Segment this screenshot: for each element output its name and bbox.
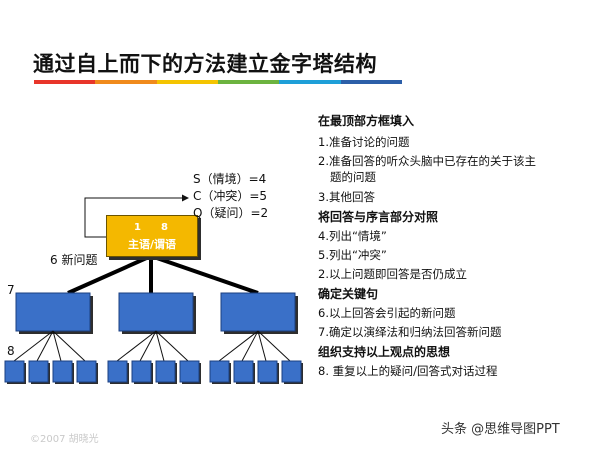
title-bar-segment (34, 80, 96, 84)
copyright-text: ©2007 胡晓光 (30, 434, 99, 445)
level1-connectors (67, 254, 259, 295)
watermark-text: 头条 @思维导图PPT (441, 422, 560, 437)
level2-boxes (15, 292, 298, 334)
step-item: 6.以上回答会引起的新问题 (318, 306, 456, 320)
top-box-number-left: 1 (134, 222, 143, 233)
step-item: 1.准备讨论的问题 (318, 135, 410, 149)
title-underline (34, 80, 402, 84)
level3-box (131, 360, 152, 383)
page-title: 通过自上而下的方法建立金字塔结构 (33, 52, 377, 76)
level3-box (76, 360, 97, 383)
level3-box (155, 360, 176, 383)
step-item: 2.准备回答的听众头脑中已存在的关于该主 (318, 154, 536, 168)
step-item: 2.以上问题即回答是否仍成立 (318, 267, 467, 281)
step-item: 8. 重复以上的疑问/回答式对话过程 (318, 364, 498, 378)
scq-connector (84, 194, 189, 238)
level3-box (281, 360, 302, 383)
level2-connectors (13, 330, 291, 362)
step-item: 题的问题 (330, 170, 376, 184)
section-heading: 在最顶部方框填入 (318, 114, 415, 128)
level3-label: 8 (7, 344, 15, 358)
level3-box (179, 360, 200, 383)
level2-box (220, 292, 296, 332)
top-box-label: 主语/谓语 (127, 238, 177, 251)
title-bar-segment (217, 80, 280, 84)
title-bar-segment (340, 80, 402, 84)
level2-label: 7 (7, 283, 15, 297)
level3-box (4, 360, 25, 383)
level2-box (15, 292, 91, 332)
level3-box (28, 360, 49, 383)
step-item: 4.列出“情境” (318, 229, 387, 243)
level3-box (257, 360, 278, 383)
step-item: 5.列出“冲突” (318, 248, 387, 262)
section-heading: 组织支持以上观点的思想 (318, 345, 451, 359)
new-question-label: 6 新问题 (50, 253, 98, 267)
level3-box (52, 360, 73, 383)
level3-box (107, 360, 128, 383)
top-box-number-right: 8 (161, 222, 170, 233)
level2-box (118, 292, 194, 332)
step-item: 7.确定以演绎法和归纳法回答新问题 (318, 325, 502, 339)
level3-boxes (4, 360, 303, 384)
level3-box (233, 360, 254, 383)
scq-question: Q（疑问）=2 (193, 206, 269, 220)
scq-complication: C（冲突）=5 (193, 189, 268, 203)
scq-situation: S（情境）=4 (193, 172, 267, 186)
title-bar-segment (95, 80, 157, 84)
section-heading: 将回答与序言部分对照 (318, 210, 439, 224)
title-bar-segment (279, 80, 341, 84)
title-bar-segment (156, 80, 218, 84)
section-heading: 确定关键句 (318, 287, 379, 301)
level3-box (209, 360, 230, 383)
step-item: 3.其他回答 (318, 190, 375, 204)
